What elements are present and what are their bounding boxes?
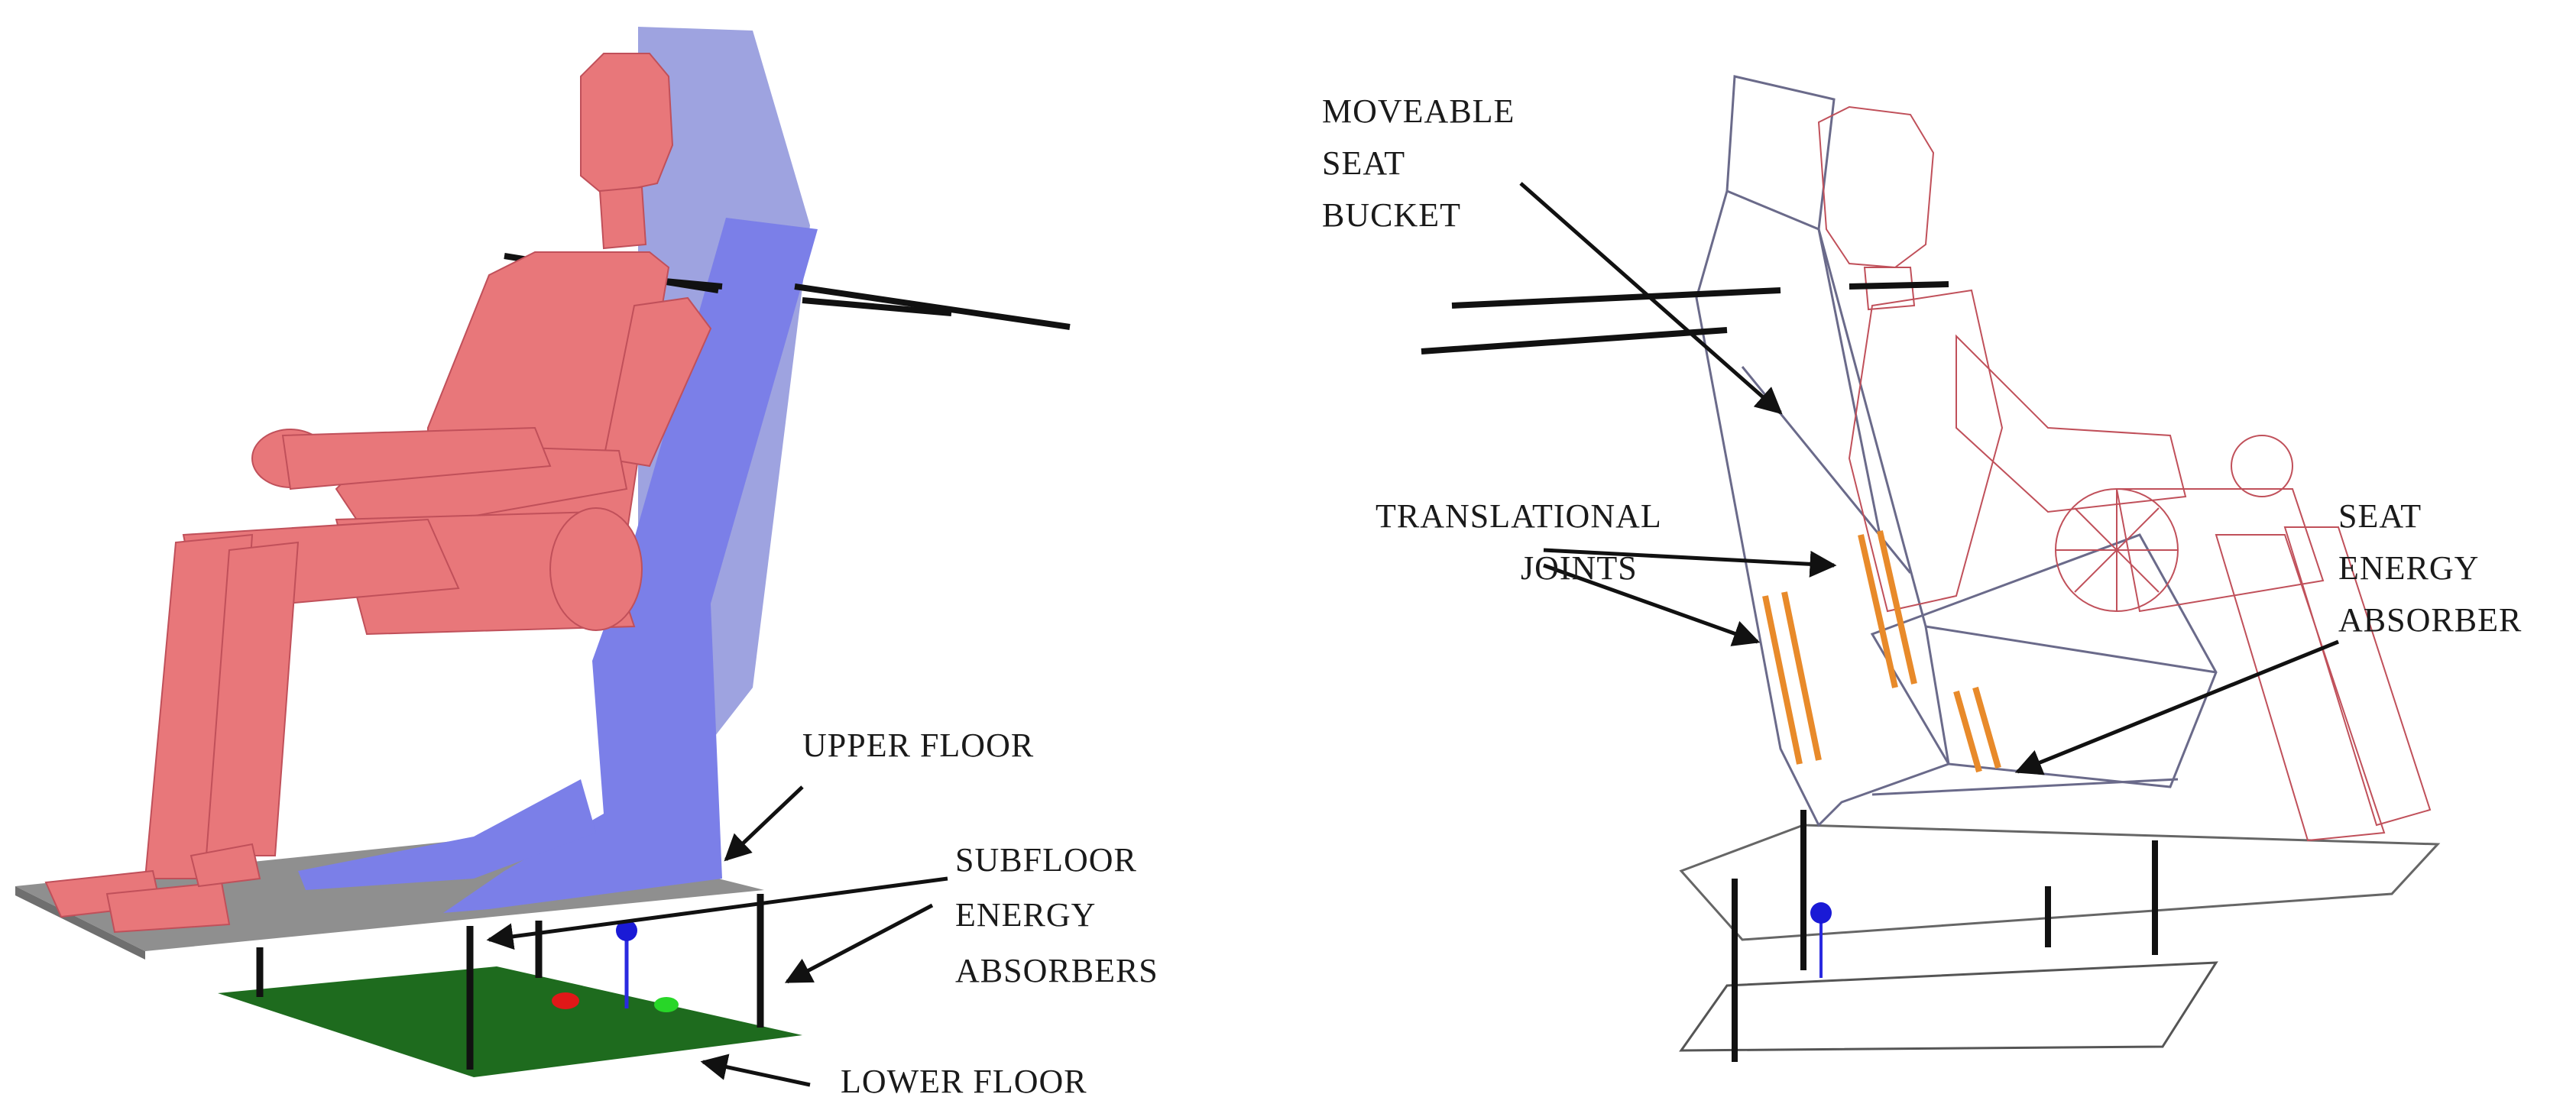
wire-crash-dummy [1817, 105, 2432, 842]
wire-absorbers [1762, 530, 2001, 773]
subfloor-absorber-leader-2 [784, 903, 934, 984]
crash-dummy [44, 53, 712, 934]
label-energy-right: ENERGY [2338, 549, 2479, 587]
lower-floor-plate [218, 966, 802, 1077]
subfloor-absorber-leader-1 [486, 876, 948, 950]
joints-leader-2 [1543, 563, 1761, 646]
label-seat-right: SEAT [2338, 497, 2422, 535]
label-seat: SEAT [1322, 144, 1405, 182]
joints-leader-1 [1543, 548, 1837, 578]
wire-restraint-bars [1421, 281, 1949, 354]
label-subfloor: SUBFLOOR [955, 841, 1137, 879]
marker-red-ball [552, 992, 579, 1009]
seat-cushion [298, 779, 596, 890]
marker-blue-ball [616, 920, 637, 941]
seat-bucket-leader [1519, 182, 1783, 415]
label-translational: TRANSLATIONAL [1375, 497, 1662, 535]
label-moveable: MOVEABLE [1322, 92, 1515, 130]
lower-floor-leader [700, 1054, 811, 1087]
label-energy: ENERGY [955, 896, 1096, 934]
wire-upper-floor [1679, 824, 2441, 941]
label-bucket: BUCKET [1322, 196, 1461, 234]
wire-marker-blue [1810, 902, 1832, 924]
wire-seat-bucket [1695, 75, 2218, 827]
left-panel-solid-model: UPPER FLOOR SUBFLOOR ENERGY ABSORBERS LO… [15, 27, 1158, 1100]
upper-floor-leader [724, 785, 804, 862]
marker-green-ball [654, 997, 679, 1012]
label-absorbers: ABSORBERS [955, 952, 1158, 989]
upper-floor-edge [15, 886, 145, 960]
label-absorber-right: ABSORBER [2338, 601, 2522, 639]
label-joints: JOINTS [1521, 549, 1638, 587]
seat-absorber-leader [2014, 639, 2339, 775]
label-upper-floor: UPPER FLOOR [802, 727, 1034, 764]
wire-lower-floor [1679, 961, 2218, 1052]
right-panel-wireframe-model: MOVEABLE SEAT BUCKET TRANSLATIONAL JOINT… [1322, 75, 2522, 1062]
label-lower-floor: LOWER FLOOR [841, 1063, 1087, 1100]
subfloor-absorber-posts [256, 894, 764, 1070]
wire-posts [1732, 810, 2158, 1062]
